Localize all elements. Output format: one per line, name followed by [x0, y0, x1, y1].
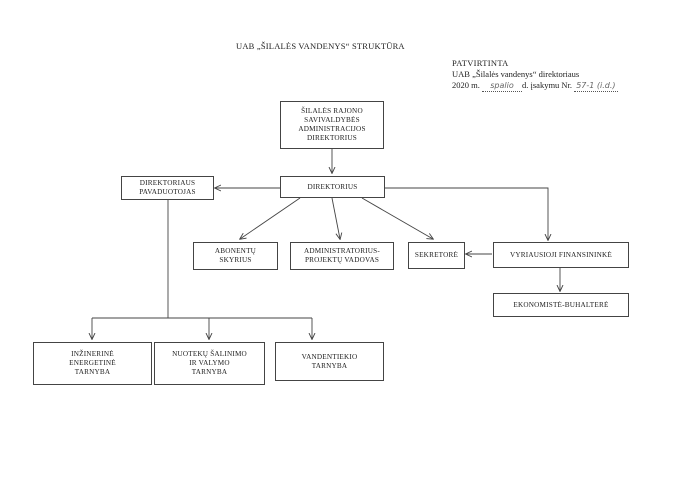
approval-year: 2020 m.	[452, 80, 480, 90]
approval-issuer: UAB „Šilalės vandenys“ direktoriaus	[452, 69, 580, 79]
box-economist-accountant: EKONOMISTĖ-BUHALTERĖ	[493, 293, 629, 317]
box-wastewater-service: NUOTEKŲ ŠALINIMO IR VALYMO TARNYBA	[154, 342, 265, 385]
box-water-supply-service: VANDENTIEKIO TARNYBA	[275, 342, 384, 381]
box-secretary-label: SEKRETORĖ	[414, 251, 459, 259]
box-director-label: DIREKTORIUS	[307, 182, 358, 191]
box-engineering-energy-service-label: INŽINERINĖ ENERGETINĖ TARNYBA	[69, 350, 116, 376]
arrow-director-to-secretary	[361, 197, 433, 239]
box-director: DIREKTORIUS	[280, 176, 385, 198]
document-title: UAB „ŠILALĖS VANDENYS“ STRUKTŪRA	[236, 41, 405, 51]
box-wastewater-service-label: NUOTEKŲ ŠALINIMO IR VALYMO TARNYBA	[172, 350, 247, 376]
box-subscribers-department-label: ABONENTŲ SKYRIUS	[214, 247, 257, 264]
approval-order-label: d. įsakymu Nr.	[522, 80, 573, 90]
approval-heading: PATVIRTINTA	[452, 58, 509, 68]
box-engineering-energy-service: INŽINERINĖ ENERGETINĖ TARNYBA	[33, 342, 152, 385]
box-chief-financier: VYRIAUSIOJI FINANSININKĖ	[493, 242, 629, 268]
box-administrator-project-manager-label: ADMINISTRATORIUS- PROJEKTŲ VADOVAS	[304, 247, 380, 264]
box-chief-financier-label: VYRIAUSIOJI FINANSININKĖ	[509, 250, 613, 259]
box-water-supply-service-label: VANDENTIEKIO TARNYBA	[301, 352, 358, 370]
arrow-director-to-chief-financier	[385, 187, 548, 240]
box-subscribers-department: ABONENTŲ SKYRIUS	[193, 242, 278, 270]
box-municipality-director: ŠILALĖS RAJONO SAVIVALDYBĖS ADMINISTRACI…	[280, 101, 384, 149]
handwritten-order-number: 57-1 (i.d.)	[574, 81, 618, 92]
approval-stamp: PATVIRTINTA UAB „Šilalės vandenys“ direk…	[452, 58, 618, 92]
box-administrator-project-manager: ADMINISTRATORIUS- PROJEKTŲ VADOVAS	[290, 242, 394, 270]
box-deputy-director-label: DIREKTORIAUS PAVADUOTOJAS	[139, 179, 196, 196]
arrow-director-to-admin	[331, 197, 340, 239]
handwritten-month: spalio	[482, 80, 522, 92]
arrow-director-to-subscribers	[240, 197, 301, 239]
box-municipality-director-label: ŠILALĖS RAJONO SAVIVALDYBĖS ADMINISTRACI…	[298, 107, 366, 142]
box-secretary: SEKRETORĖ	[408, 242, 465, 269]
box-economist-accountant-label: EKONOMISTĖ-BUHALTERĖ	[513, 300, 609, 309]
box-deputy-director: DIREKTORIAUS PAVADUOTOJAS	[121, 176, 214, 200]
